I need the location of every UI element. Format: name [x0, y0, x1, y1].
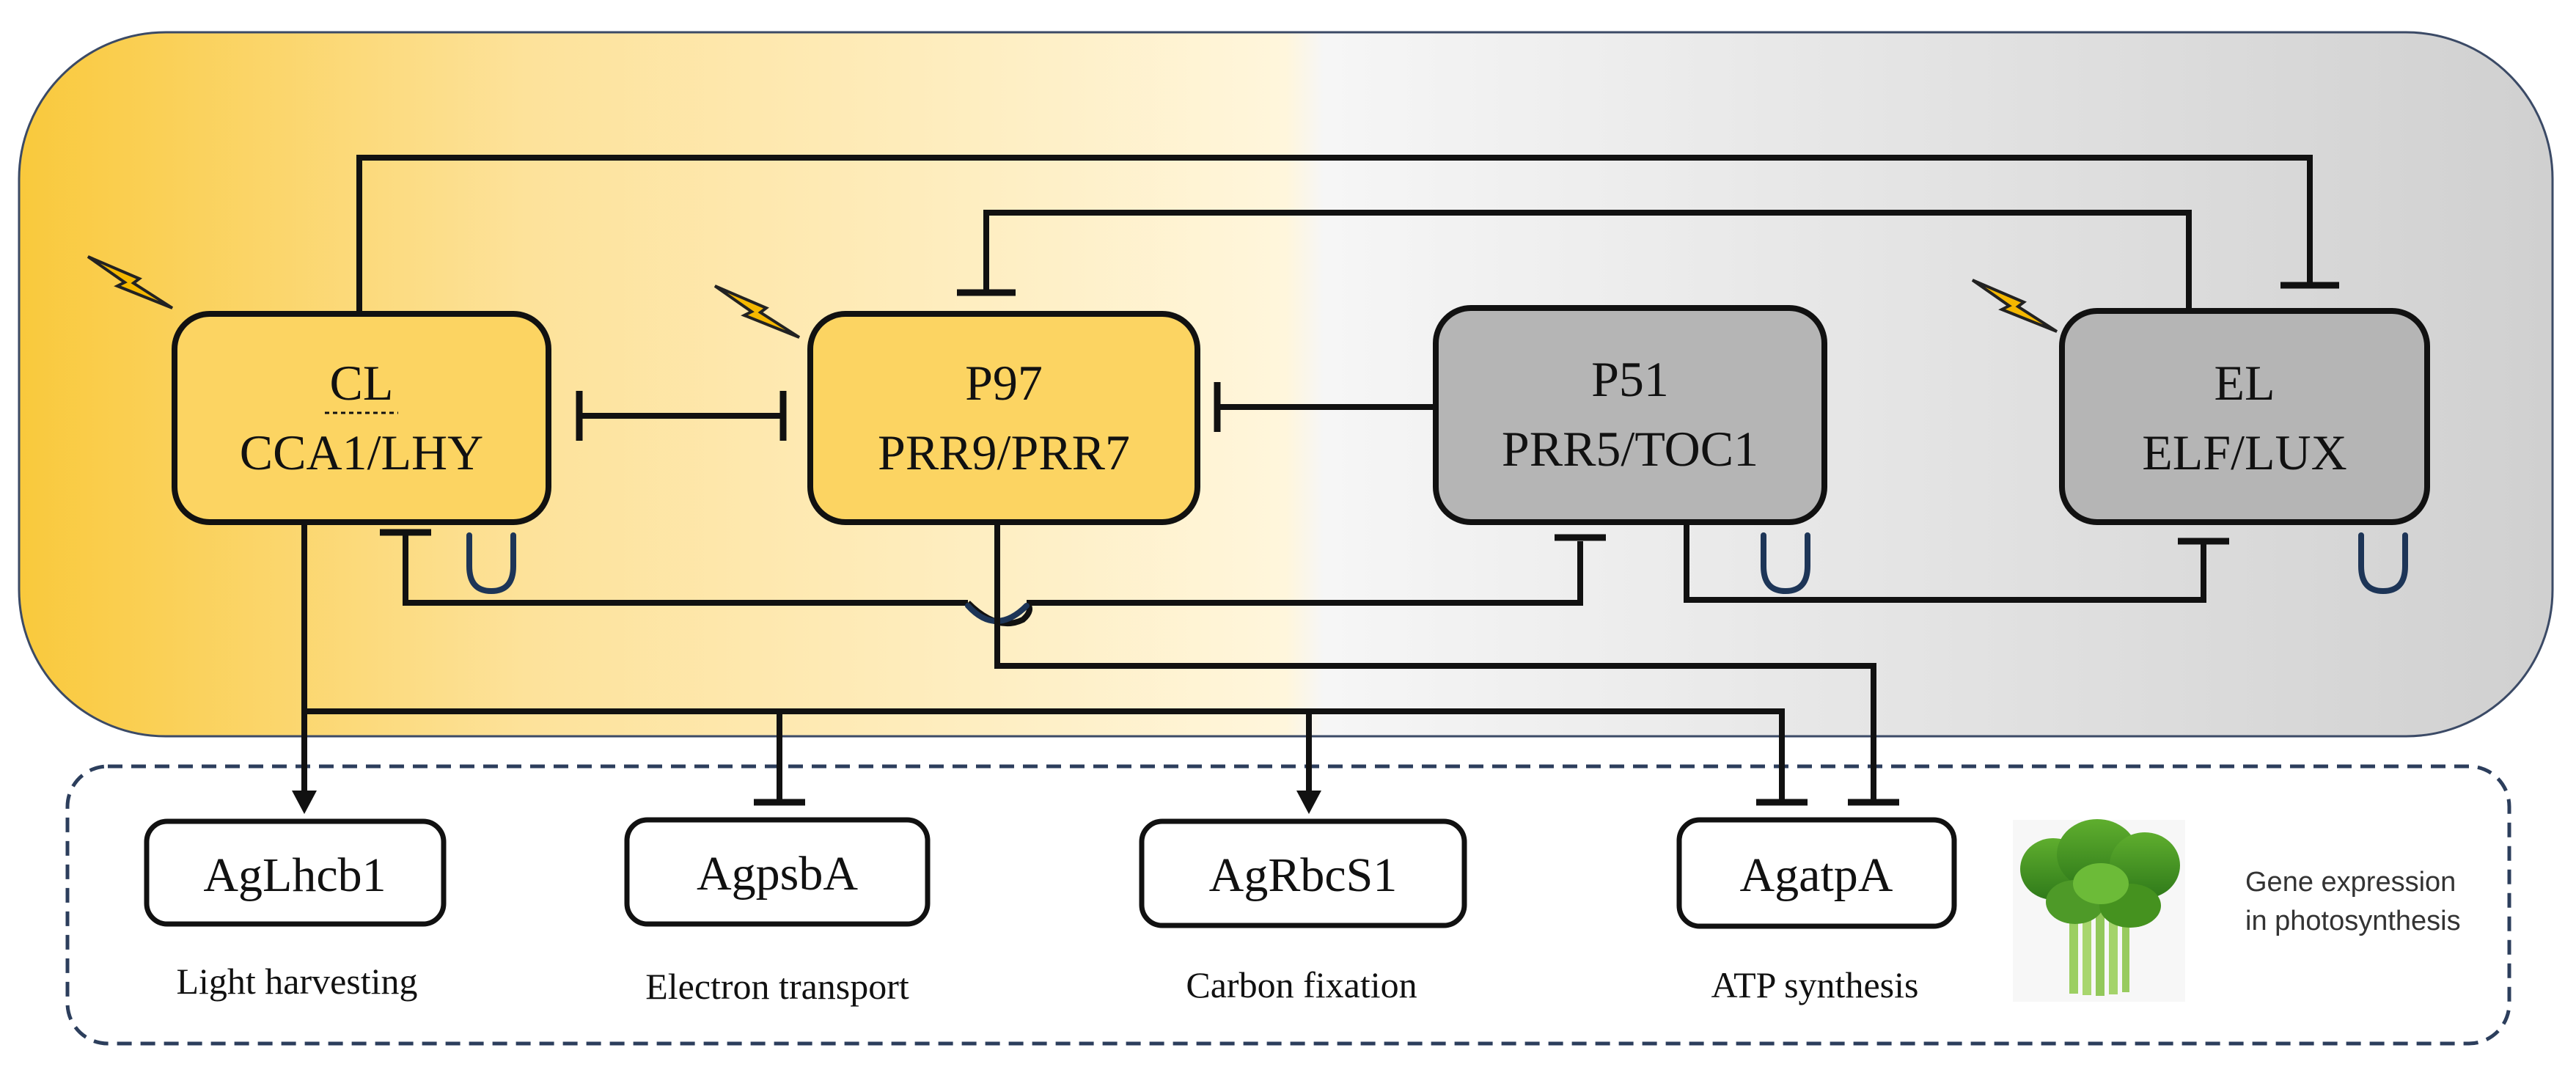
target-gene-agpsba: AgpsbA Electron transport: [624, 817, 931, 1007]
edge-el-represses-p97: [983, 210, 2192, 308]
edge-p51-represses-el: [1684, 522, 2206, 603]
edge-cl-represses-el: [356, 155, 2313, 312]
gene-expression-caption-line1: Gene expression: [2245, 867, 2456, 898]
edge-cl-target-bus: [304, 708, 1785, 799]
circadian-clock-panel: [18, 31, 2554, 738]
edge-cl-p51-loop: [403, 532, 968, 606]
node-genes-cl: CCA1/LHY: [240, 425, 483, 480]
gene-name-agpsba: AgpsbA: [697, 847, 858, 901]
celery-icon: [2013, 819, 2185, 1002]
target-gene-aglhcb1: AgLhcb1 Light harvesting: [144, 818, 447, 1002]
gene-name-agrbcs1: AgRbcS1: [1209, 848, 1398, 902]
regulatory-wiring: [292, 155, 2339, 814]
regulator-node-p51: P51 PRR5/TOC1: [1433, 305, 1827, 525]
node-abbrev-p97: P97: [965, 355, 1043, 411]
autoregulation-loop-cl: [466, 532, 516, 595]
lightning-bolt-icon: [713, 285, 801, 339]
autoregulation-loop-p51: [1761, 532, 1810, 595]
regulator-node-p97: P97 PRR9/PRR7: [807, 311, 1200, 525]
node-genes-p97: PRR9/PRR7: [878, 425, 1130, 480]
node-genes-el: ELF/LUX: [2142, 425, 2347, 480]
process-electron-transport: Electron transport: [645, 966, 909, 1007]
node-abbrev-el: EL: [2214, 355, 2275, 411]
regulator-node-cl: CL CCA1/LHY: [172, 311, 551, 525]
lightning-bolt-icon: [87, 255, 174, 309]
target-gene-agrbcs1: AgRbcS1 Carbon fixation: [1139, 818, 1467, 1005]
lightning-bolt-icon: [1971, 279, 2058, 333]
node-abbrev-cl: CL: [330, 355, 394, 411]
node-genes-p51: PRR5/TOC1: [1502, 421, 1758, 477]
process-atp-synthesis: ATP synthesis: [1711, 964, 1919, 1005]
edge-p97-represses-agatpa: [994, 522, 1876, 799]
node-abbrev-p51: P51: [1591, 351, 1669, 407]
regulator-node-el: EL ELF/LUX: [2059, 308, 2430, 525]
process-carbon-fixation: Carbon fixation: [1186, 964, 1417, 1005]
gene-name-aglhcb1: AgLhcb1: [203, 848, 386, 902]
autoregulation-loop-el: [2358, 532, 2408, 595]
target-gene-agatpa: AgatpA ATP synthesis: [1676, 817, 1957, 1005]
gene-name-agatpa: AgatpA: [1740, 848, 1893, 902]
gene-expression-caption-line2: in photosynthesis: [2245, 906, 2461, 936]
process-light-harvesting: Light harvesting: [176, 961, 417, 1002]
